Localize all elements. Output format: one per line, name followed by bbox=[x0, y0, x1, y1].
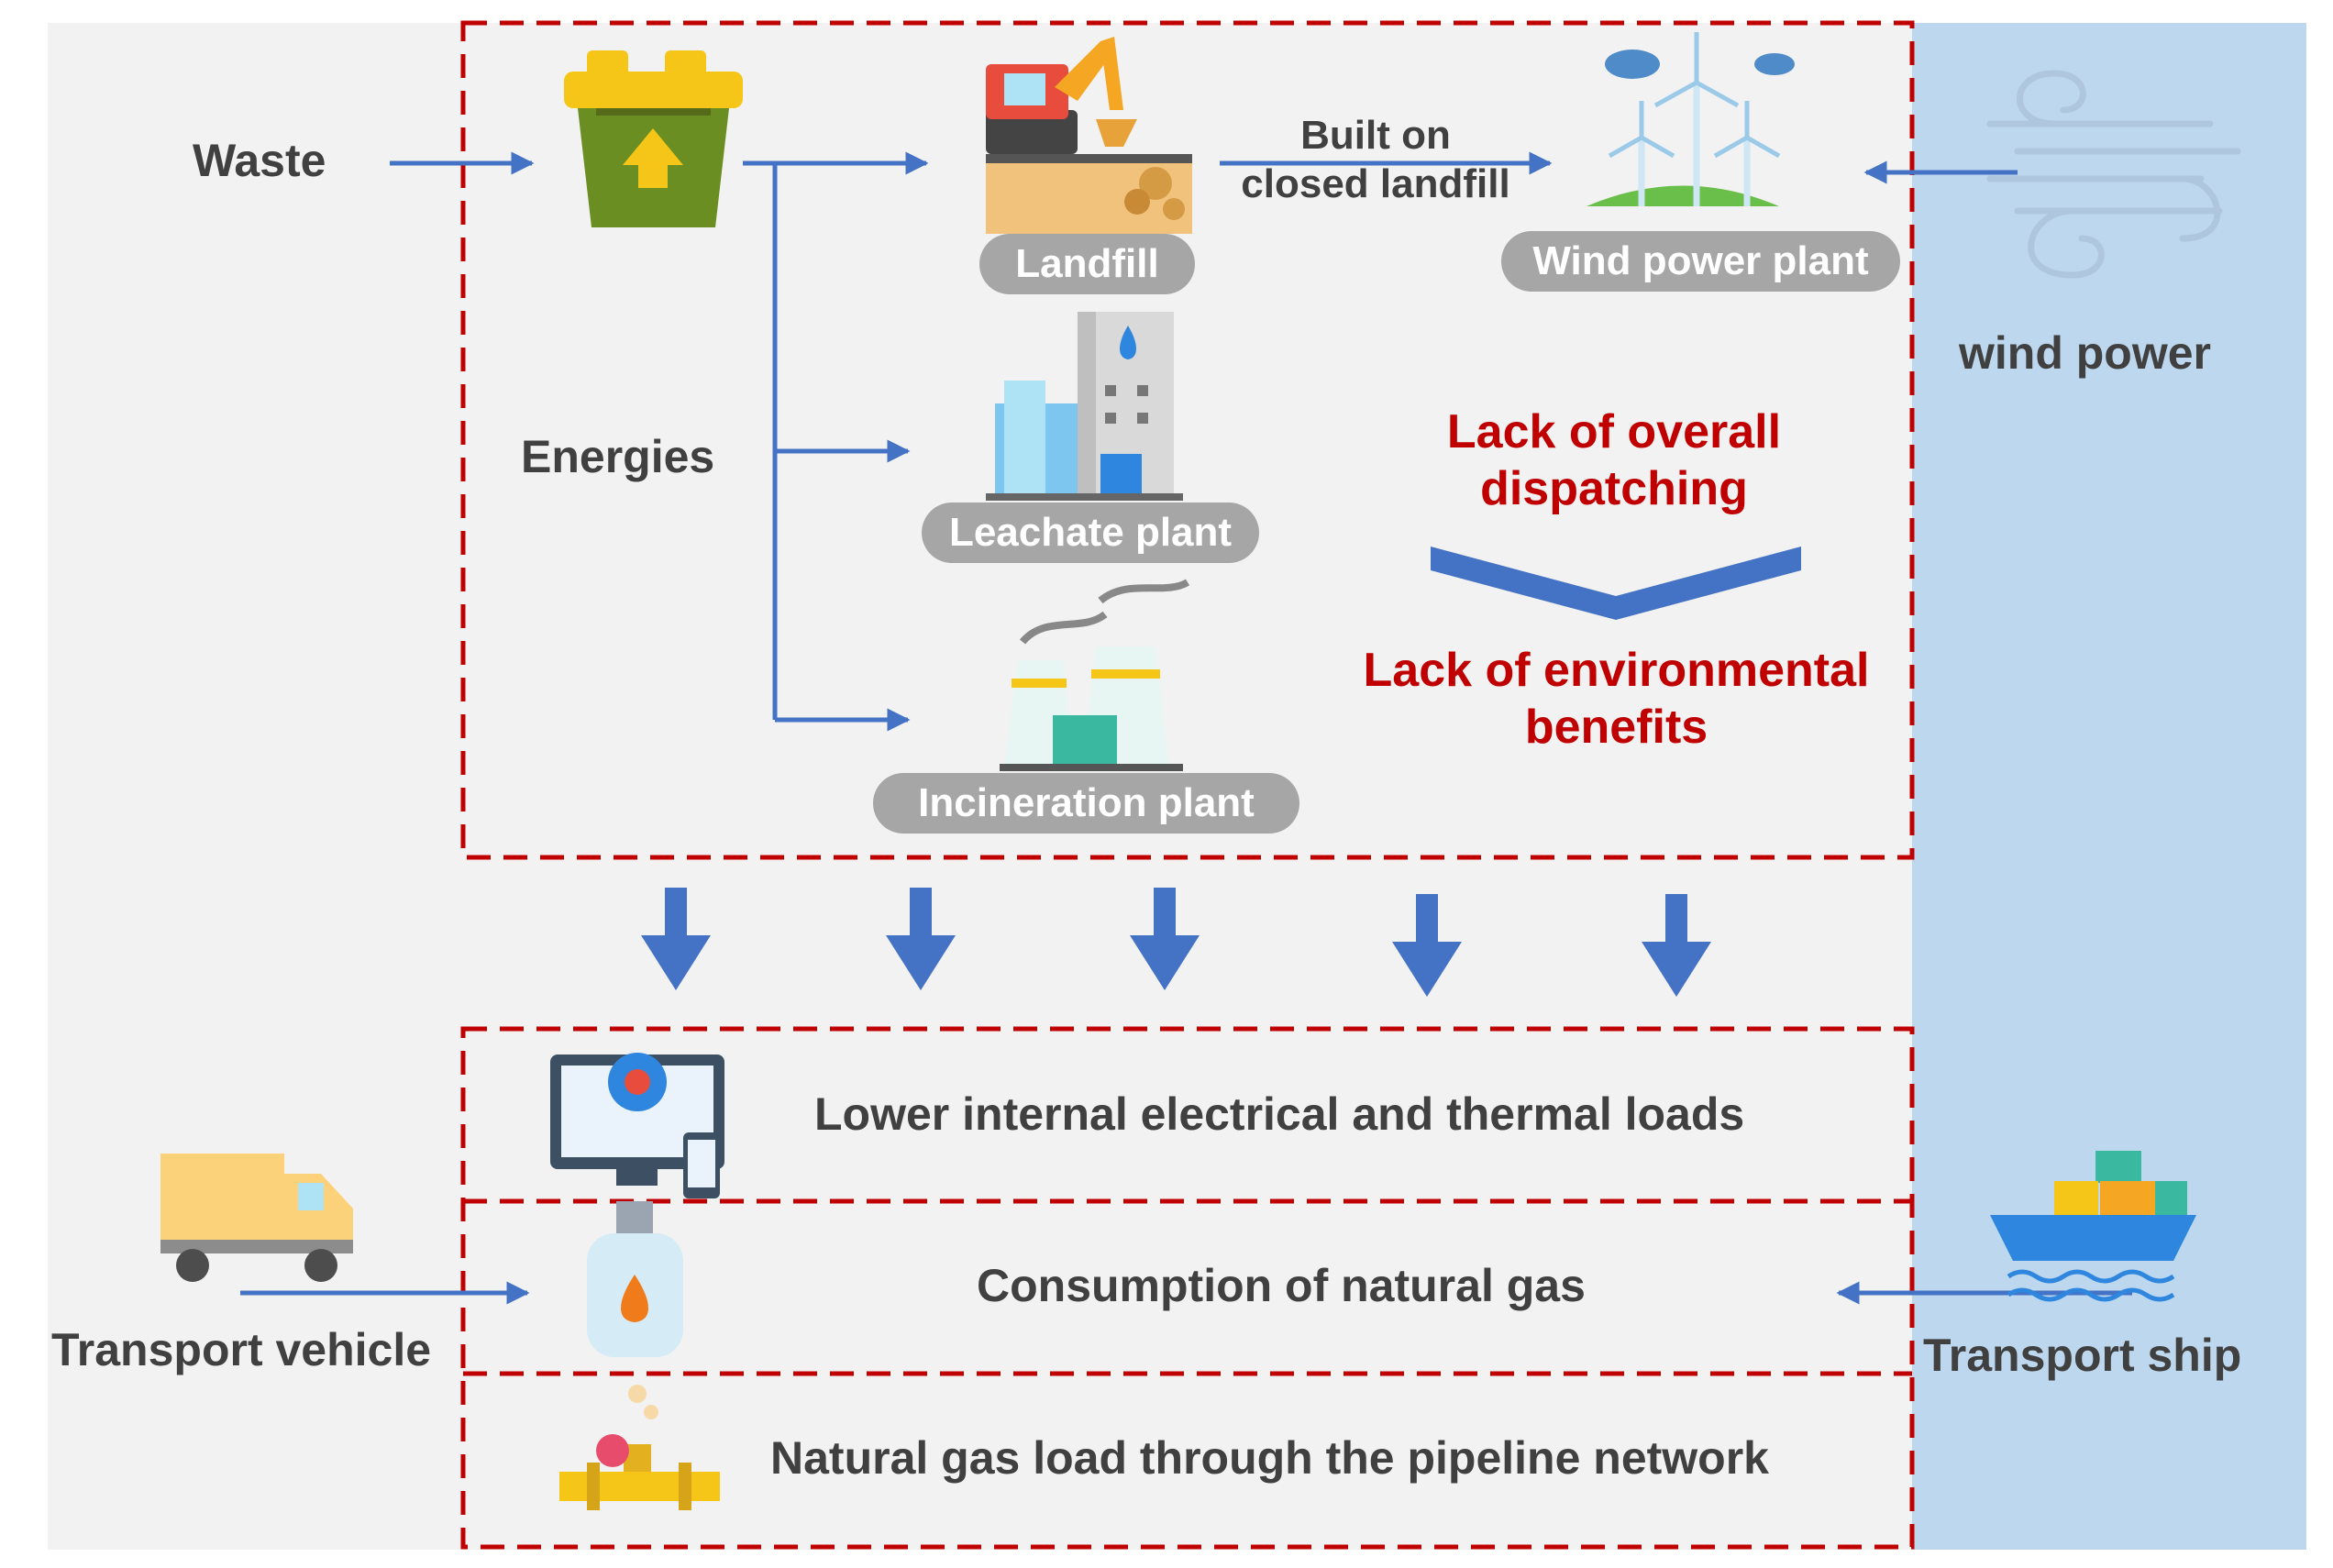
issue-dispatching: Lack of overall dispatching bbox=[1357, 403, 1871, 518]
incineration-plant-pill: Incineration plant bbox=[873, 773, 1299, 834]
wind-plant-pill: Wind power plant bbox=[1501, 231, 1900, 292]
load-natural-gas: Consumption of natural gas bbox=[977, 1260, 1586, 1311]
waste-bin-icon bbox=[564, 50, 743, 227]
down-arrow-4 bbox=[1392, 894, 1462, 997]
excavator-icon bbox=[986, 37, 1192, 234]
down-arrow-1 bbox=[641, 888, 711, 990]
energy-dashed-box bbox=[460, 20, 1915, 860]
wind-icon bbox=[1986, 70, 2241, 279]
down-arrow-2 bbox=[886, 888, 956, 990]
monitor-gear-icon bbox=[550, 1053, 724, 1198]
built-on-line-2: closed landfill bbox=[1241, 160, 1510, 206]
truck-icon bbox=[160, 1154, 353, 1282]
down-arrow-5 bbox=[1642, 894, 1711, 997]
leachate-plant-icon bbox=[986, 312, 1183, 501]
incineration-plant-icon bbox=[1000, 579, 1190, 771]
load-pipeline: Natural gas load through the pipeline ne… bbox=[770, 1432, 1769, 1484]
issue-environment: Lack of environmental benefits bbox=[1311, 642, 1921, 756]
gas-cylinder-icon bbox=[587, 1201, 683, 1357]
energies-label: Energies bbox=[521, 431, 715, 482]
issue-environment-line-1: Lack of environmental bbox=[1363, 644, 1870, 697]
wind-region-background bbox=[1912, 23, 2306, 1550]
built-on-line-1: Built on bbox=[1300, 113, 1451, 158]
issue-dispatching-line-1: Lack of overall bbox=[1446, 405, 1782, 458]
transport-ship-label: Transport ship bbox=[1923, 1330, 2242, 1381]
issue-environment-line-2: benefits bbox=[1524, 701, 1708, 755]
load-electrical-thermal: Lower internal electrical and thermal lo… bbox=[814, 1088, 1745, 1140]
built-on-label: Built on closed landfill bbox=[1211, 112, 1541, 209]
transport-vehicle-label: Transport vehicle bbox=[51, 1324, 432, 1375]
landfill-pill: Landfill bbox=[979, 234, 1195, 294]
chevron-down-icon bbox=[1431, 547, 1801, 620]
loads-dashed-box bbox=[460, 1026, 1915, 1550]
leachate-plant-pill: Leachate plant bbox=[922, 502, 1259, 563]
wind-power-label: wind power bbox=[1959, 327, 2211, 379]
issue-dispatching-line-2: dispatching bbox=[1480, 462, 1748, 516]
waste-label: Waste bbox=[193, 135, 326, 186]
wind-turbine-icon bbox=[1587, 32, 1795, 206]
ship-icon bbox=[1990, 1151, 2196, 1302]
down-arrow-3 bbox=[1130, 888, 1200, 990]
pipeline-icon bbox=[559, 1385, 720, 1510]
